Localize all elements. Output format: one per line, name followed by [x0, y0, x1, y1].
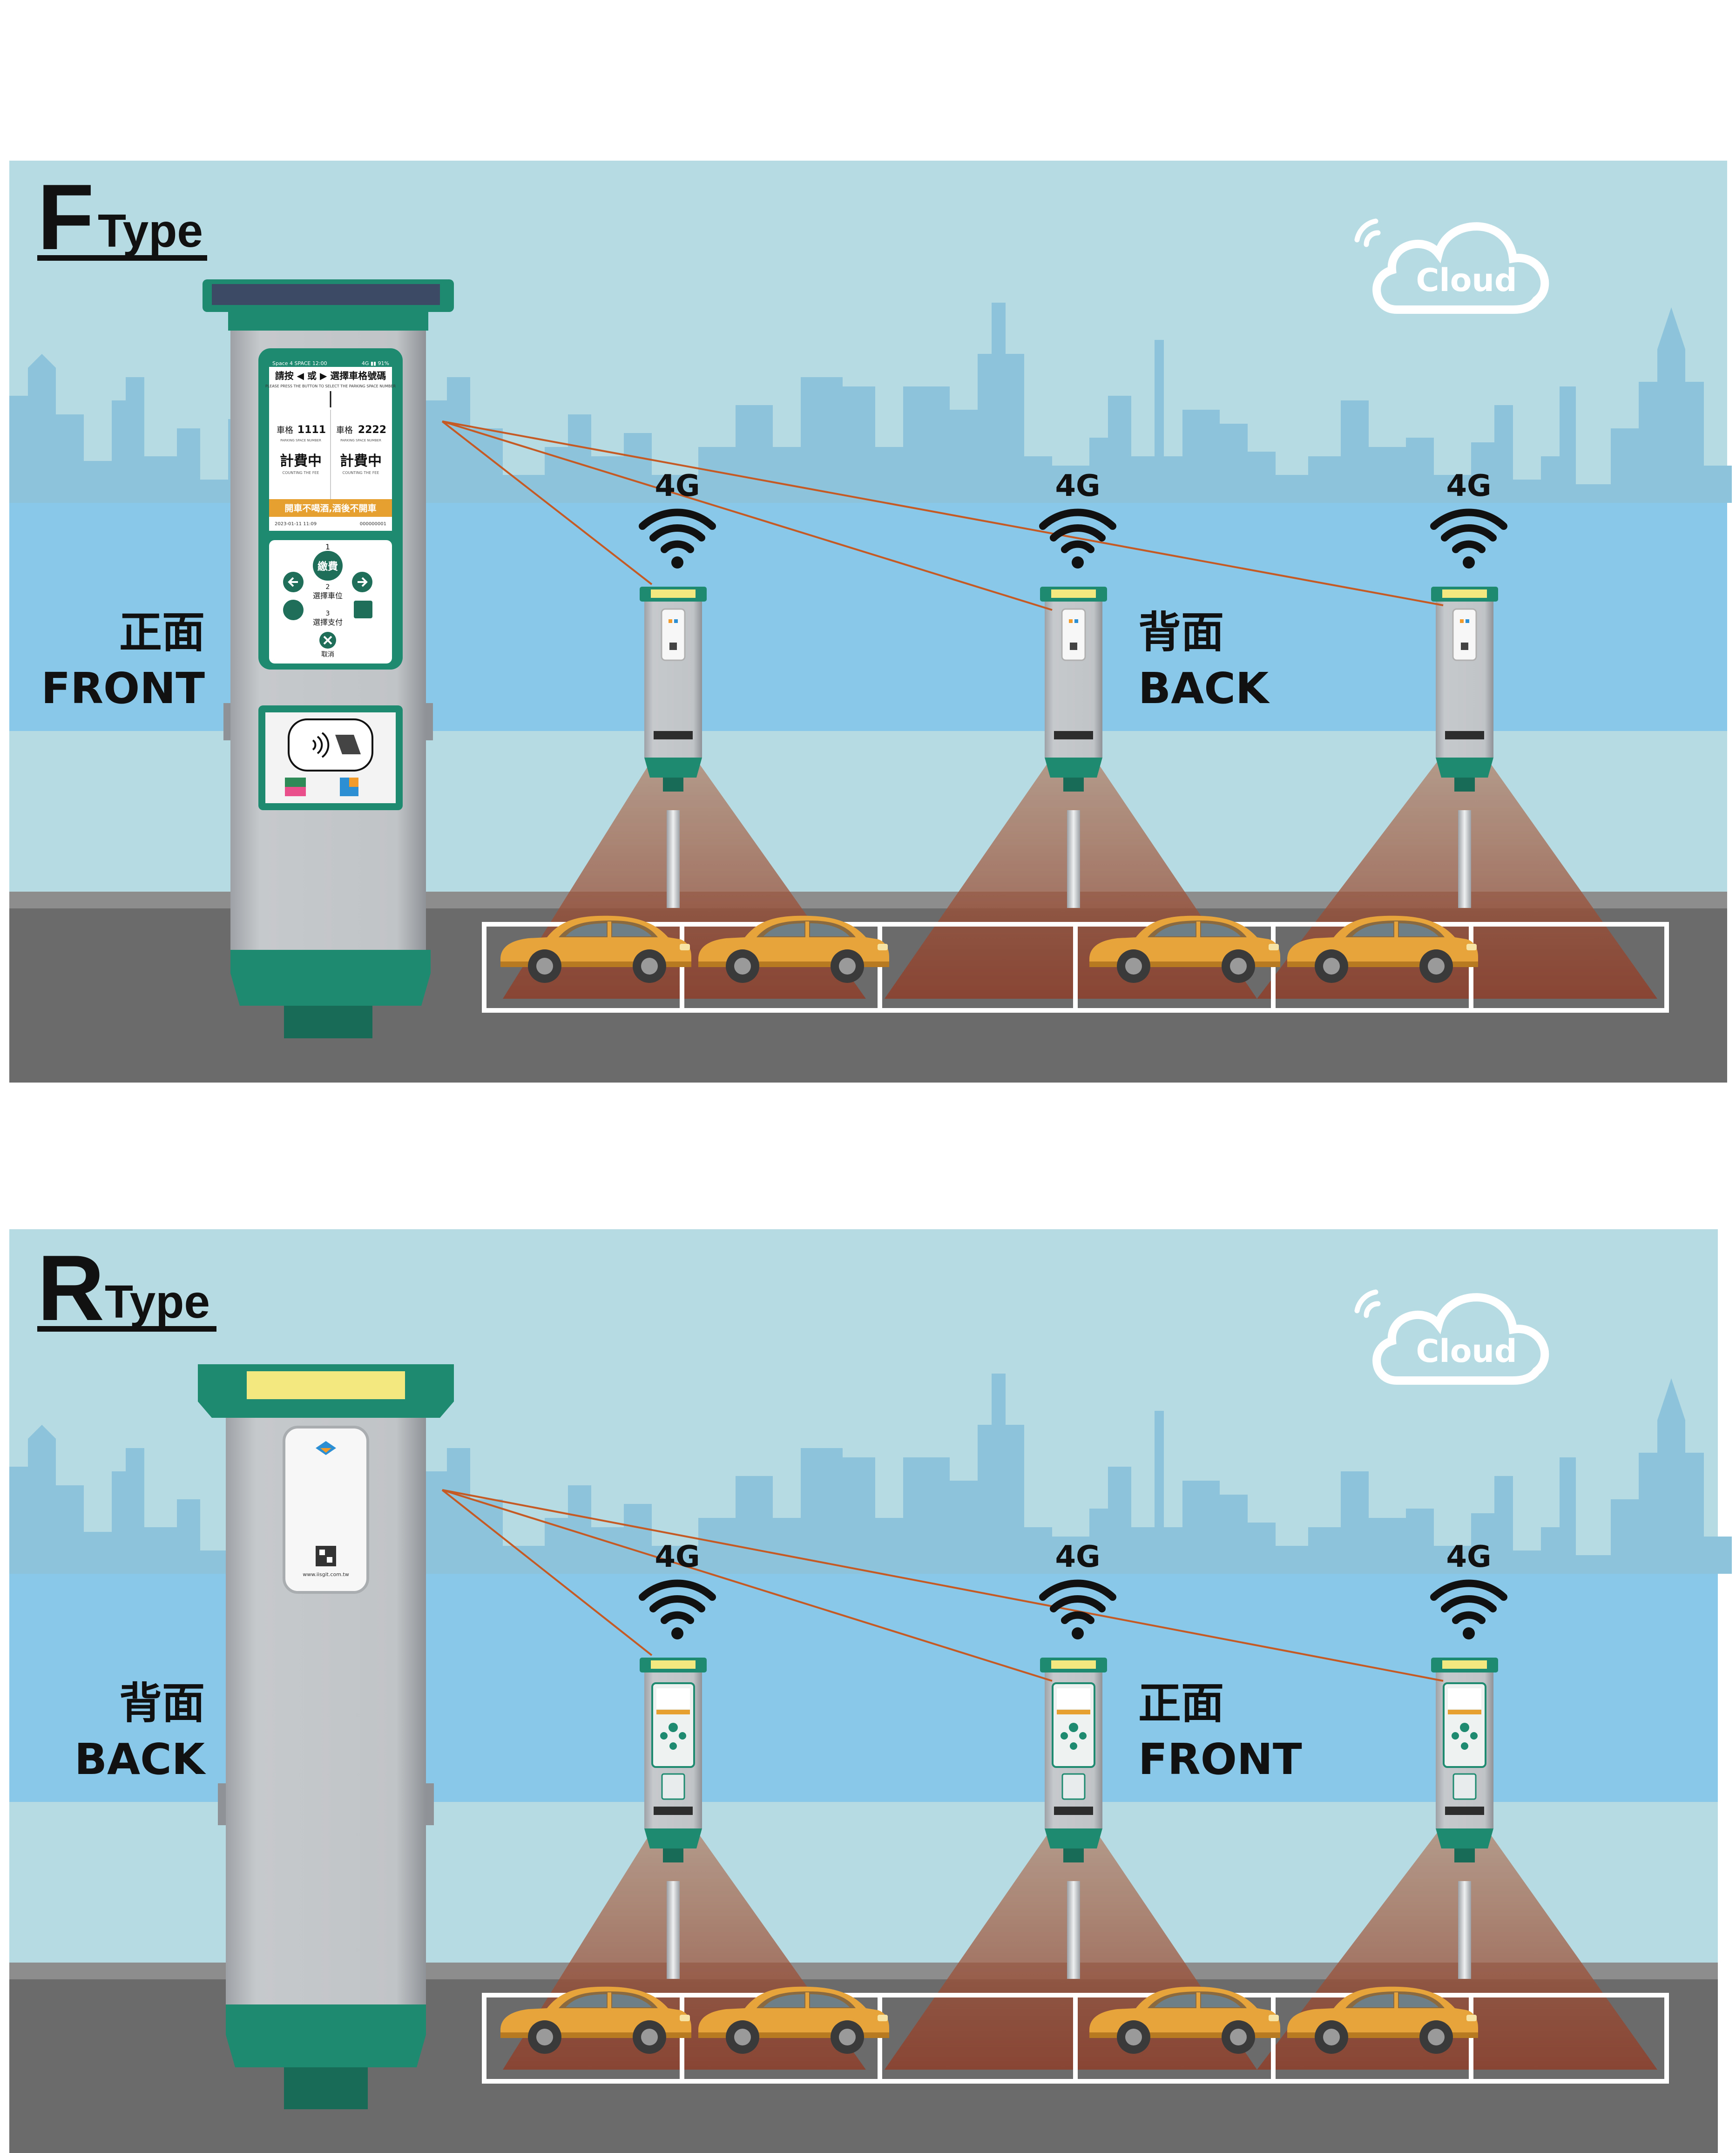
panel-r-back-window	[283, 1426, 369, 1594]
screen-footer-right: 000000001	[360, 521, 386, 527]
panel-r-small-meter-2	[1039, 1657, 1108, 1863]
panel-r-light-bar	[247, 1371, 405, 1399]
screen-slot2-label: 車格	[336, 426, 353, 435]
screen-banner: 開車不喝酒,酒後不開車	[284, 503, 376, 514]
panel-r-4g-label-1: 4G	[655, 1540, 700, 1574]
pay-button[interactable]	[313, 551, 343, 581]
keypad-key-3: 3	[326, 610, 330, 617]
pay-button-label: 繳費	[317, 561, 338, 573]
screen-slot1-sub: PARKING SPACE NUMBER	[280, 439, 321, 442]
panel-r-front-label-en: FRONT	[1138, 1734, 1302, 1784]
keypad-key-2: 2	[326, 583, 330, 591]
panel-f-type-letter: F	[37, 165, 94, 269]
screen-footer-left: 2023-01-11 11:09	[275, 521, 317, 527]
panel-r-pole-1	[667, 1881, 680, 1979]
panel-r-pole-3	[1458, 1881, 1471, 1979]
panel-f-back-label-en: BACK	[1138, 664, 1270, 713]
panel-f-small-meter-2	[1039, 586, 1108, 792]
panel-f-pole-3	[1458, 810, 1471, 908]
brand-logo-icon	[316, 1441, 336, 1455]
panel-r-title-underline	[37, 1326, 216, 1332]
panel-r-parking-slots	[482, 1993, 1669, 2084]
panel-r-front-label-zh: 正面	[1138, 1679, 1224, 1728]
screen-status-right: 4G ▮▮ 91%	[362, 360, 389, 366]
panel-r-4g-label-2: 4G	[1055, 1540, 1100, 1574]
panel-f-4g-label-2: 4G	[1055, 469, 1100, 503]
keypad-select-slot: 選擇車位	[313, 591, 343, 600]
screen-instruction-en: PLEASE PRESS THE BUTTON TO SELECT THE PA…	[265, 384, 396, 388]
panel-f-cloud-label: Cloud	[1416, 262, 1517, 299]
screen-slot2-state: 計費中	[340, 453, 382, 469]
panel-f-small-meter-1	[639, 586, 708, 792]
contactless-icon[interactable]	[288, 718, 373, 772]
panel-f-front-label-en: FRONT	[41, 664, 205, 713]
screen-slot2-number: 2222	[358, 424, 386, 436]
panel-r-pole-2	[1067, 1881, 1080, 1979]
panel-f-big-meter: Space 4 SPACE 12:00 4G ▮▮ 91% 請按 ◀ 或 ▶ 選…	[203, 279, 454, 1038]
panel-r-small-meter-1	[639, 1657, 708, 1863]
screen-slot1-state: 計費中	[280, 453, 322, 469]
panel-r-website: www.iisgit.com.tw	[303, 1571, 349, 1578]
panel-r-back-label-en: BACK	[74, 1734, 207, 1784]
panel-r-type-word: Type	[105, 1276, 210, 1328]
keypad-key-1: 1	[325, 542, 330, 551]
screen-slot1-number: 1111	[297, 424, 326, 436]
screen-instruction: 請按 ◀ 或 ▶ 選擇車格號碼	[275, 370, 386, 381]
panel-f-4g-label-1: 4G	[655, 469, 700, 503]
screen-status-left: Space 4 SPACE 12:00	[272, 360, 327, 366]
panel-f: F Type Cloud	[9, 161, 1732, 1083]
keypad-cancel: 取消	[321, 651, 334, 658]
panel-f-4g-label-3: 4G	[1446, 469, 1491, 503]
panel-r: R Type Cloud	[9, 1229, 1732, 2153]
keypad-select-pay: 選擇支付	[313, 618, 343, 627]
panel-r-4g-label-3: 4G	[1446, 1540, 1491, 1574]
panel-f-front-label-zh: 正面	[119, 608, 205, 657]
panel-r-back-label-zh: 背面	[119, 1679, 205, 1728]
panel-f-parking-slots	[482, 922, 1669, 1013]
panel-r-big-meter: www.iisgit.com.tw	[198, 1364, 454, 2109]
panel-f-keypad	[269, 540, 392, 664]
panel-r-type-letter: R	[37, 1236, 104, 1340]
panel-r-links	[441, 1489, 1444, 1682]
panel-f-pole-1	[667, 810, 680, 908]
qr-code-icon[interactable]	[316, 1546, 336, 1566]
panel-f-pole-2	[1067, 810, 1080, 908]
screen-slot1-label: 車格	[277, 426, 293, 435]
panel-f-back-label-zh: 背面	[1138, 608, 1224, 657]
panel-r-small-meter-3	[1430, 1657, 1499, 1863]
screen-slot2-state-en: COUNTING THE FEE	[343, 471, 379, 475]
screen-slot1-state-en: COUNTING THE FEE	[283, 471, 319, 475]
panel-f-small-meter-3	[1430, 586, 1499, 792]
card-tap-icon[interactable]	[283, 600, 304, 620]
panel-f-title-underline	[37, 255, 207, 261]
qr-code-icon[interactable]	[354, 601, 372, 618]
panel-r-cloud-label: Cloud	[1416, 1333, 1517, 1370]
screen-slot2-sub: PARKING SPACE NUMBER	[340, 439, 381, 442]
panel-f-type-word: Type	[98, 205, 203, 257]
panel-f-links	[441, 420, 1444, 611]
